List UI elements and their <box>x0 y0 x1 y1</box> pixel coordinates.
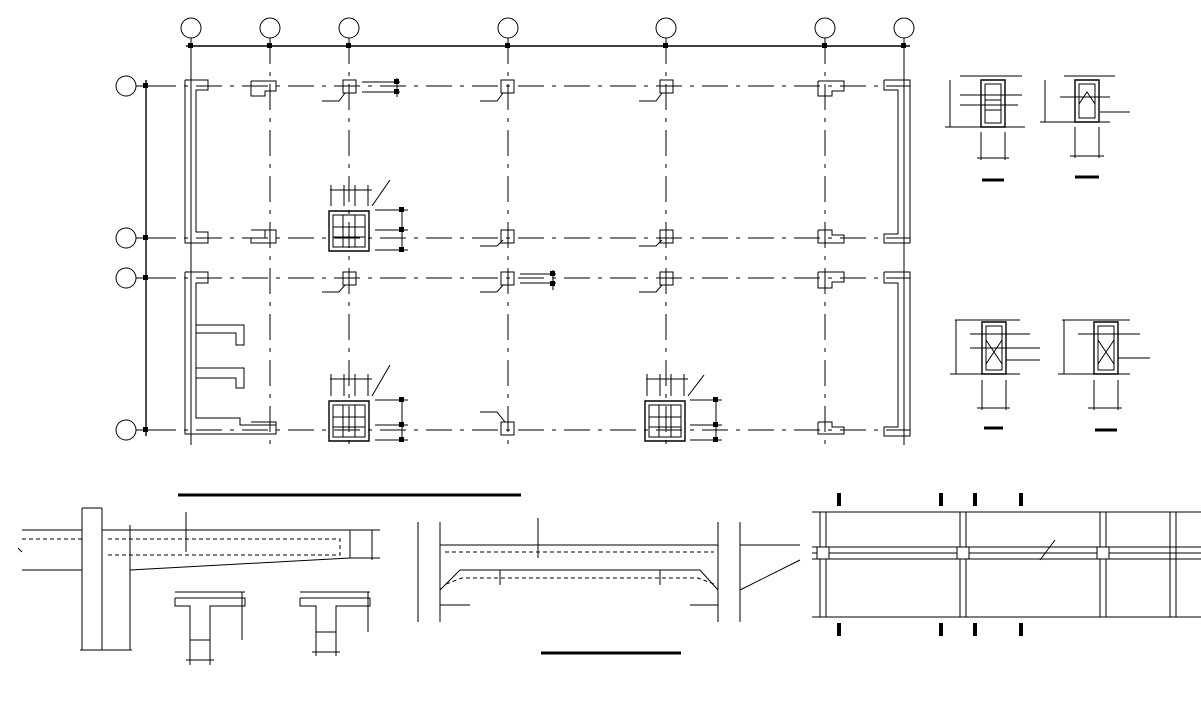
column <box>501 272 514 285</box>
grid-bubble <box>116 228 136 248</box>
column-section-4 <box>1058 320 1150 430</box>
column <box>660 80 673 93</box>
grid-bubble <box>656 18 676 38</box>
grid-bubble <box>815 18 835 38</box>
column-l-shape <box>251 230 276 243</box>
horizontal-gridlines <box>150 86 910 430</box>
grid-bubble <box>339 18 359 38</box>
column-l-shape <box>818 272 844 288</box>
grid-bubble <box>116 268 136 288</box>
grid-bubbles-top <box>181 18 914 38</box>
column <box>957 547 969 559</box>
t-beam-section-1 <box>175 592 245 665</box>
plan-dimension-lines <box>136 43 910 436</box>
grid-bubble <box>260 18 280 38</box>
column-dimension-ticks <box>362 78 556 290</box>
column <box>817 547 829 559</box>
rebar-column-detail <box>329 180 408 252</box>
column-l-shape <box>818 81 844 96</box>
haunched-beam-elevation <box>418 518 800 653</box>
grid-bubble <box>116 76 136 96</box>
t-beam-section-2 <box>300 592 370 656</box>
grid-bubble <box>498 18 518 38</box>
column-l-shape <box>818 422 844 434</box>
beam-grid-plan <box>812 493 1201 636</box>
column-l-shape <box>251 422 276 434</box>
column <box>501 230 514 243</box>
column-layout-plan <box>116 18 914 495</box>
column <box>660 230 673 243</box>
grid-bubble <box>116 420 136 440</box>
section-cut-markers <box>837 493 1023 636</box>
rebar-column-detail <box>329 365 408 442</box>
grid-bubble <box>181 18 201 38</box>
grid-bubble <box>894 18 914 38</box>
column <box>501 80 514 93</box>
grid-bubbles-left <box>116 76 136 440</box>
column-leaders <box>322 93 662 422</box>
plan-columns <box>251 80 844 435</box>
column-l-shape <box>251 81 276 96</box>
column-section-2 <box>1040 76 1130 177</box>
column-section-1 <box>945 76 1025 180</box>
shear-walls <box>185 80 910 436</box>
vertical-gridlines <box>191 38 904 445</box>
column-section-details <box>945 76 1150 430</box>
column <box>343 272 356 285</box>
column <box>343 80 356 93</box>
rebar-column-detail <box>645 374 722 442</box>
column-l-shape <box>818 230 844 243</box>
column-section-3 <box>950 320 1040 428</box>
column <box>501 422 514 435</box>
column <box>1097 547 1109 559</box>
cantilever-beam-section <box>18 508 380 650</box>
column <box>660 272 673 285</box>
